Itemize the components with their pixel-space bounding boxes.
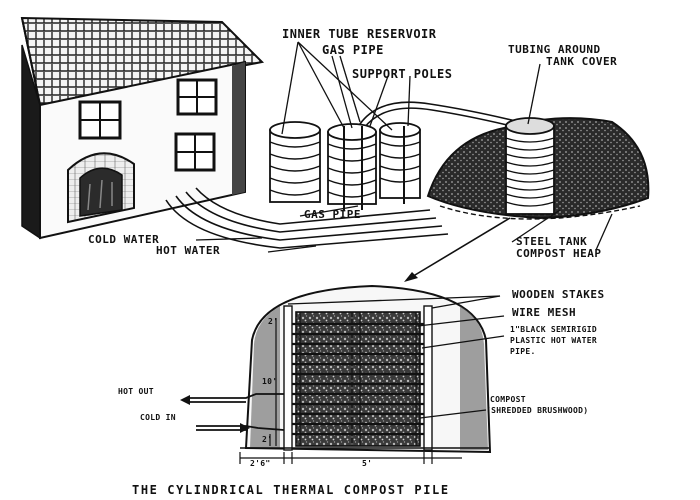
steel-tank	[505, 117, 555, 215]
detail-arrow	[404, 217, 511, 282]
label-hot-water: HOT WATER	[156, 244, 221, 257]
label-plastic-pipe-1: 1"BLACK SEMIRIGID	[510, 325, 597, 334]
label-shredded-brushwood: (SHREDDED BRUSHWOOD)	[486, 406, 589, 415]
compost-heap-illustration	[426, 117, 650, 220]
label-compost-heap: COMPOST HEAP	[516, 247, 602, 260]
label-compost: COMPOST	[490, 395, 526, 404]
dimension-lines	[239, 318, 462, 464]
label-tubing-around: TUBING AROUND	[508, 43, 601, 56]
label-wire-mesh: WIRE MESH	[512, 306, 577, 319]
label-cold-in: COLD IN	[140, 413, 176, 422]
dimension-height: 10'	[262, 377, 278, 386]
dimension-left-width: 2'6"	[250, 459, 271, 468]
reservoir-coil	[327, 123, 377, 205]
label-plastic-pipe-3: PIPE.	[510, 347, 536, 356]
cylindrical-pile-detail	[180, 284, 492, 464]
diagram-caption: THE CYLINDRICAL THERMAL COMPOST PILE	[132, 483, 450, 497]
label-plastic-pipe-2: PLASTIC HOT WATER	[510, 336, 597, 345]
house-illustration	[20, 16, 265, 240]
house-window	[78, 100, 122, 140]
dimension-middle-width: 5'	[362, 459, 373, 468]
pipe-connections	[186, 393, 285, 431]
dimension-stake-left: 2'	[262, 435, 273, 444]
water-pipes	[165, 101, 521, 249]
detail-leader-lines	[287, 295, 505, 419]
label-gas-pipe-bottom: GAS PIPE	[304, 208, 361, 221]
leader-lines	[195, 41, 613, 253]
wooden-stakes	[283, 305, 433, 451]
inner-tube-reservoirs	[269, 121, 421, 210]
label-support-poles: SUPPORT POLES	[352, 67, 453, 81]
reservoir-coil	[379, 122, 421, 199]
label-steel-tank: STEEL TANK	[516, 235, 588, 248]
house-window	[176, 78, 218, 116]
label-wooden-stakes: WOODEN STAKES	[512, 288, 605, 301]
label-tank-cover: TANK COVER	[546, 55, 618, 68]
support-poles	[343, 126, 405, 210]
dimension-stake-top: 2'	[268, 317, 279, 326]
label-hot-out: HOT OUT	[118, 387, 154, 396]
label-cold-water: COLD WATER	[88, 233, 160, 246]
house-door	[67, 152, 135, 224]
house-window	[174, 132, 216, 172]
label-inner-tube-reservoir: INNER TUBE RESERVOIR	[282, 27, 437, 41]
label-gas-pipe-top: GAS PIPE	[322, 43, 384, 57]
reservoir-coil	[269, 121, 321, 203]
